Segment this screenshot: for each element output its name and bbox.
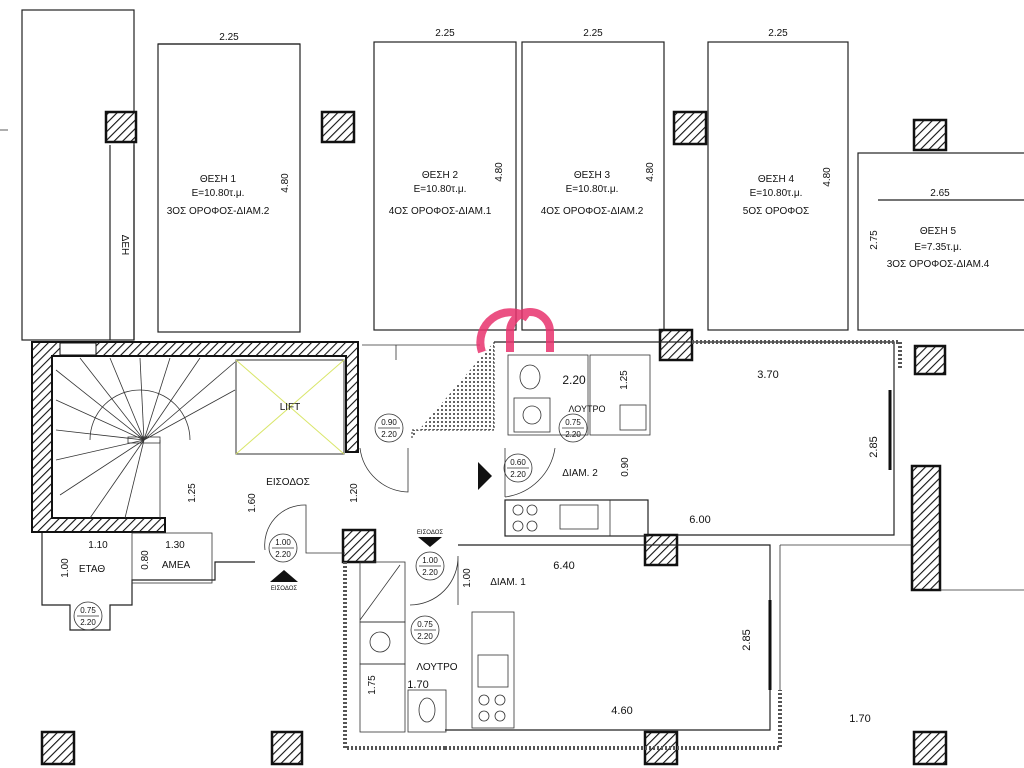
parking-area: Ε=10.80τ.μ. <box>414 184 467 195</box>
parking-name: ΘΕΣΗ 3 <box>574 170 611 181</box>
parking-owner: 4ΟΣ ΟΡΟΦΟΣ-ΔΙΑΜ.1 <box>389 206 492 217</box>
lift-label: LIFT <box>280 402 301 413</box>
door-height: 2.20 <box>381 430 397 439</box>
parking-area: Ε=7.35τ.μ. <box>914 242 961 253</box>
parking-width: 2.25 <box>219 32 239 43</box>
bath-label: ΛΟΥΤΡΟ <box>568 404 605 414</box>
dimension: 1.70 <box>407 679 428 691</box>
door-tag: 0.75 2.20 <box>73 601 103 631</box>
door-tag: 0.75 2.20 <box>558 413 588 443</box>
dimension: 6.00 <box>689 514 710 526</box>
parking-width: 2.25 <box>435 28 455 39</box>
parking-length: 4.80 <box>822 167 833 187</box>
door-width: 1.00 <box>275 538 291 547</box>
parking-name: ΘΕΣΗ 2 <box>422 170 459 181</box>
entrance-hall: ΕΙΣΟΔΟΣ 1.25 1.60 1.20 1.10 1.00 ΕΤΑΘ 0.… <box>41 344 492 631</box>
apt2-label: ΔΙΑΜ. 2 <box>562 468 598 479</box>
parking-area: Ε=10.80τ.μ. <box>750 188 803 199</box>
apartment-1: 6.40 1.00 ΔΙΑΜ. 1 2.85 4.60 ΛΟΥΤΡΟ 1.75 … <box>343 544 1024 750</box>
parking-length: 4.80 <box>645 162 656 182</box>
dimension: 1.00 <box>60 558 71 578</box>
dimension: 2.85 <box>868 436 880 457</box>
parking-name: ΘΕΣΗ 4 <box>758 174 795 185</box>
parking-length: 4.80 <box>494 162 505 182</box>
parking-length: 4.80 <box>280 173 291 193</box>
parking-owner: 4ΟΣ ΟΡΟΦΟΣ-ΔΙΑΜ.2 <box>541 206 644 217</box>
door-width: 1.00 <box>422 556 438 565</box>
door-height: 2.20 <box>275 550 291 559</box>
dimension: 1.00 <box>462 568 473 588</box>
door-height: 2.20 <box>417 632 433 641</box>
door-tag: 1.00 2.20 <box>415 551 445 581</box>
watermark-logo <box>476 308 554 354</box>
parking-space-3: 2.25 4.80 ΘΕΣΗ 3 Ε=10.80τ.μ. 4ΟΣ ΟΡΟΦΟΣ-… <box>521 28 665 331</box>
dimension: 1.60 <box>247 493 258 513</box>
parking-width: 2.65 <box>930 188 950 199</box>
door-tags: 0.90 2.20 0.75 2.20 0.60 2.20 1.00 2.20 … <box>73 413 588 645</box>
dimension: 1.25 <box>187 483 198 503</box>
door-width: 0.75 <box>565 418 581 427</box>
dimension: 1.10 <box>88 540 108 551</box>
door-width: 0.75 <box>80 606 96 615</box>
parking-length: 2.75 <box>869 230 880 250</box>
bath-label: ΛΟΥΤΡΟ <box>416 662 457 673</box>
parking-owner: 3ΟΣ ΟΡΟΦΟΣ-ΔΙΑΜ.4 <box>887 259 990 270</box>
door-height: 2.20 <box>80 618 96 627</box>
parking-space-4: 2.25 4.80 ΘΕΣΗ 4 Ε=10.80τ.μ. 5ΟΣ ΟΡΟΦΟΣ <box>707 28 849 331</box>
dimension: 1.30 <box>165 540 185 551</box>
parking-width: 2.25 <box>768 28 788 39</box>
parking-name: ΘΕΣΗ 1 <box>200 174 237 185</box>
dimension: 1.75 <box>367 675 378 695</box>
structural-columns <box>40 110 948 766</box>
door-tag: 0.75 2.20 <box>410 615 440 645</box>
parking-space-5: 2.65 2.75 ΘΕΣΗ 5 Ε=7.35τ.μ. 3ΟΣ ΟΡΟΦΟΣ-Δ… <box>857 152 1024 331</box>
door-tag: 0.60 2.20 <box>503 453 533 483</box>
dimension: 2.85 <box>741 629 753 650</box>
parking-owner: 3ΟΣ ΟΡΟΦΟΣ-ΔΙΑΜ.2 <box>167 206 270 217</box>
door-tag: 0.90 2.20 <box>374 413 404 443</box>
dimension: 0.80 <box>140 550 151 570</box>
dimension: 6.40 <box>553 560 574 572</box>
door-width: 0.60 <box>510 458 526 467</box>
parking-name: ΘΕΣΗ 5 <box>920 226 957 237</box>
dimension: 2.20 <box>562 373 586 387</box>
door-height: 2.20 <box>422 568 438 577</box>
apartment-2: 2.20 1.25 ΛΟΥΤΡΟ 3.70 2.85 0.90 ΔΙΑΜ. 2 … <box>411 340 902 537</box>
dimension: 1.20 <box>349 483 360 503</box>
amea-label: ΑΜΕΑ <box>162 560 191 571</box>
parking-area: Ε=10.80τ.μ. <box>566 184 619 195</box>
parking-space-2: 2.25 4.80 ΘΕΣΗ 2 Ε=10.80τ.μ. 4ΟΣ ΟΡΟΦΟΣ-… <box>373 28 517 331</box>
stair-core: LIFT <box>31 341 359 533</box>
door-width: 0.75 <box>417 620 433 629</box>
deh-label: ΔΕΗ <box>119 235 130 256</box>
parking-space-1: 2.25 4.80 ΘΕΣΗ 1 Ε=10.80τ.μ. 3ΟΣ ΟΡΟΦΟΣ-… <box>157 32 301 333</box>
deh-strip: ΔΕΗ <box>0 9 135 341</box>
door-height: 2.20 <box>565 430 581 439</box>
parking-width: 2.25 <box>583 28 603 39</box>
dimension: 0.90 <box>620 457 631 477</box>
dimension: 1.70 <box>849 713 870 725</box>
dimension: 4.60 <box>611 705 632 717</box>
parking-owner: 5ΟΣ ΟΡΟΦΟΣ <box>743 206 809 217</box>
apt1-label: ΔΙΑΜ. 1 <box>490 577 526 588</box>
door-tag: 1.00 2.20 <box>268 533 298 563</box>
dimension: 1.25 <box>619 370 630 390</box>
dimension: 3.70 <box>757 369 778 381</box>
parking-area: Ε=10.80τ.μ. <box>192 188 245 199</box>
entrance-marker-label: ΕΙΣΟΔΟΣ <box>271 586 297 592</box>
entrance-label: ΕΙΣΟΔΟΣ <box>266 477 310 488</box>
door-width: 0.90 <box>381 418 397 427</box>
entrance-marker-label: ΕΙΣΟΔΟΣ <box>417 530 443 536</box>
door-height: 2.20 <box>510 470 526 479</box>
etad-label: ΕΤΑΘ <box>79 564 105 575</box>
